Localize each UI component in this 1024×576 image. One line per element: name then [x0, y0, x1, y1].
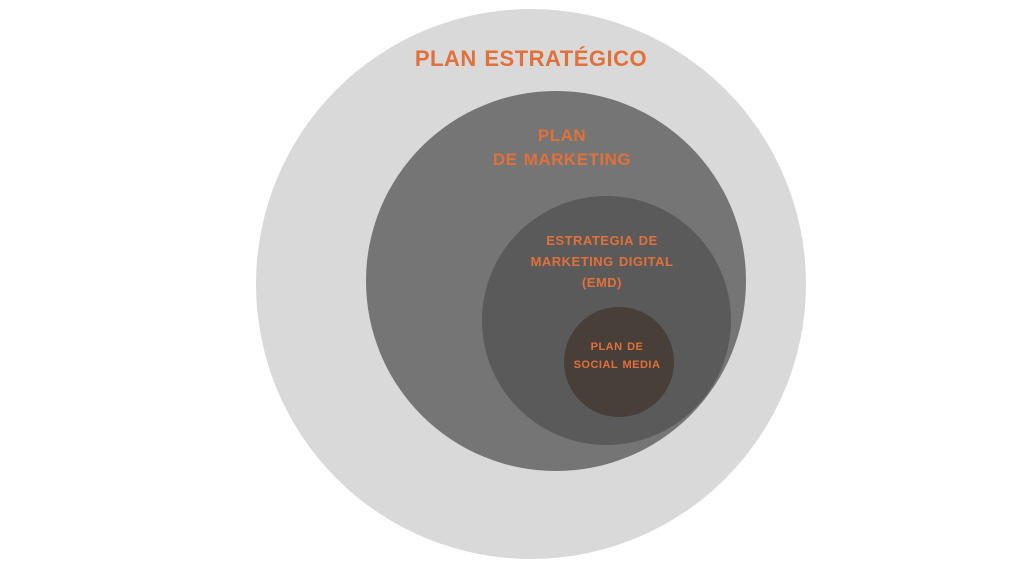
- label-plan-de-social-media-line2: SOCIAL MEDIA: [573, 359, 661, 371]
- label-plan-de-marketing-line1: PLAN: [537, 126, 587, 145]
- label-plan-de-marketing: PLAN DE MARKETING: [412, 124, 712, 172]
- label-plan-estrategico: PLAN ESTRATÉGICO: [331, 46, 731, 72]
- label-plan-de-social-media: PLAN DE SOCIAL MEDIA: [517, 338, 717, 374]
- label-emd-line1: ESTRATEGIA DE: [546, 233, 658, 248]
- label-plan-de-marketing-line2: DE MARKETING: [492, 150, 632, 169]
- label-estrategia-de-marketing-digital: ESTRATEGIA DE MARKETING DIGITAL (EMD): [472, 230, 732, 293]
- circle-plan-de-social-media: [564, 307, 674, 417]
- label-emd-line3: (EMD): [581, 275, 623, 290]
- label-plan-estrategico-line1: PLAN ESTRATÉGICO: [414, 46, 648, 71]
- label-plan-de-social-media-line1: PLAN DE: [590, 341, 644, 353]
- label-emd-line2: MARKETING DIGITAL: [530, 254, 674, 269]
